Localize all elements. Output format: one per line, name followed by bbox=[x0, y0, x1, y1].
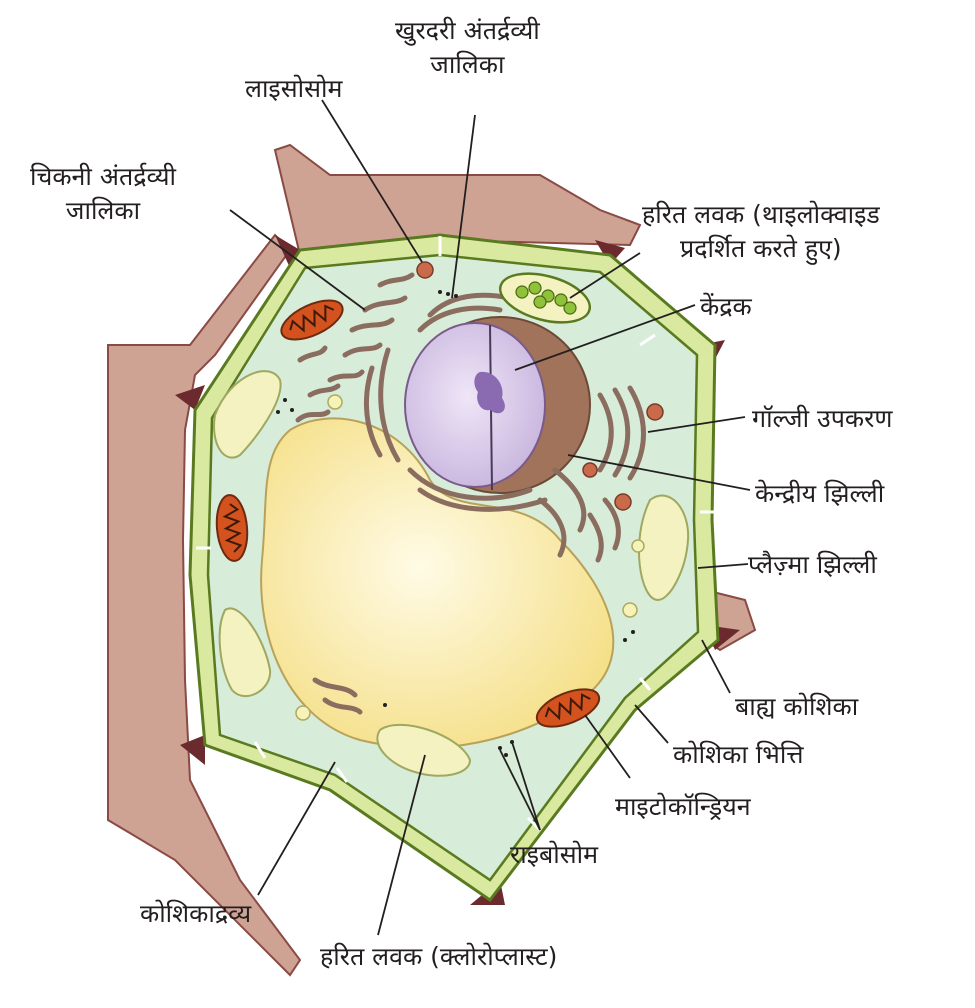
mitochondria-graphic bbox=[215, 299, 601, 728]
nucleolus-graphic bbox=[474, 371, 505, 414]
leader-lines bbox=[229, 99, 751, 936]
leader-golgi bbox=[647, 416, 746, 433]
leader-chloroplast bbox=[377, 754, 426, 936]
label-plasma-membrane: प्लैज़्मा झिल्ली bbox=[748, 550, 877, 579]
leader-nuclear-membrane bbox=[567, 454, 751, 491]
leader-rough-er bbox=[451, 114, 476, 299]
chloroplasts-graphic bbox=[213, 370, 690, 777]
label-cell-wall: कोशिका भित्ति bbox=[673, 740, 804, 769]
label-ribosome: राइबोसोम bbox=[510, 840, 599, 869]
vesicles-graphic bbox=[295, 394, 645, 721]
leader-ribosome-2 bbox=[511, 741, 541, 831]
label-golgi: गॉल्जी उपकरण bbox=[752, 404, 893, 433]
label-cytoplasm: कोशिकाद्रव्य bbox=[140, 899, 252, 928]
leader-nucleus bbox=[514, 304, 696, 371]
label-lysosome: लाइसोसोम bbox=[245, 74, 343, 103]
leader-outer-cell bbox=[701, 639, 731, 694]
nucleus-graphic bbox=[404, 316, 591, 494]
leader-mitochondria bbox=[584, 714, 631, 779]
leader-smooth-er bbox=[229, 209, 366, 311]
label-smooth-er: चिकनी अंतर्द्रव्यी जालिका bbox=[30, 162, 176, 225]
label-nucleus: केंद्रक bbox=[700, 292, 752, 321]
label-mitochondria: माइटोकॉन्ड्रियन bbox=[615, 792, 751, 821]
leader-cell-wall bbox=[634, 704, 669, 744]
leader-cytoplasm bbox=[257, 761, 336, 896]
label-outer-cell: बाह्य कोशिका bbox=[735, 692, 859, 721]
label-chloroplast: हरित लवक (क्लोरोप्लास्ट) bbox=[320, 942, 558, 971]
thylakoid-chloroplast-graphic bbox=[498, 272, 592, 324]
label-nuclear-membrane: केन्द्रीय झिल्ली bbox=[755, 479, 885, 508]
label-chloroplast-thylakoid: हरित लवक (थाइलोक्वाइड प्रदर्शित करते हुए… bbox=[642, 200, 880, 263]
leader-thylakoid bbox=[569, 252, 641, 299]
lysosomes-graphic bbox=[416, 261, 664, 511]
leader-ribosome-1 bbox=[499, 749, 541, 831]
label-rough-er: खुरदरी अंतर्द्रव्यी जालिका bbox=[395, 16, 540, 79]
leader-lysosome bbox=[321, 99, 423, 263]
smooth-er-graphic bbox=[295, 272, 621, 715]
leader-plasma-membrane bbox=[697, 563, 749, 569]
plasmodesmata bbox=[196, 236, 714, 832]
